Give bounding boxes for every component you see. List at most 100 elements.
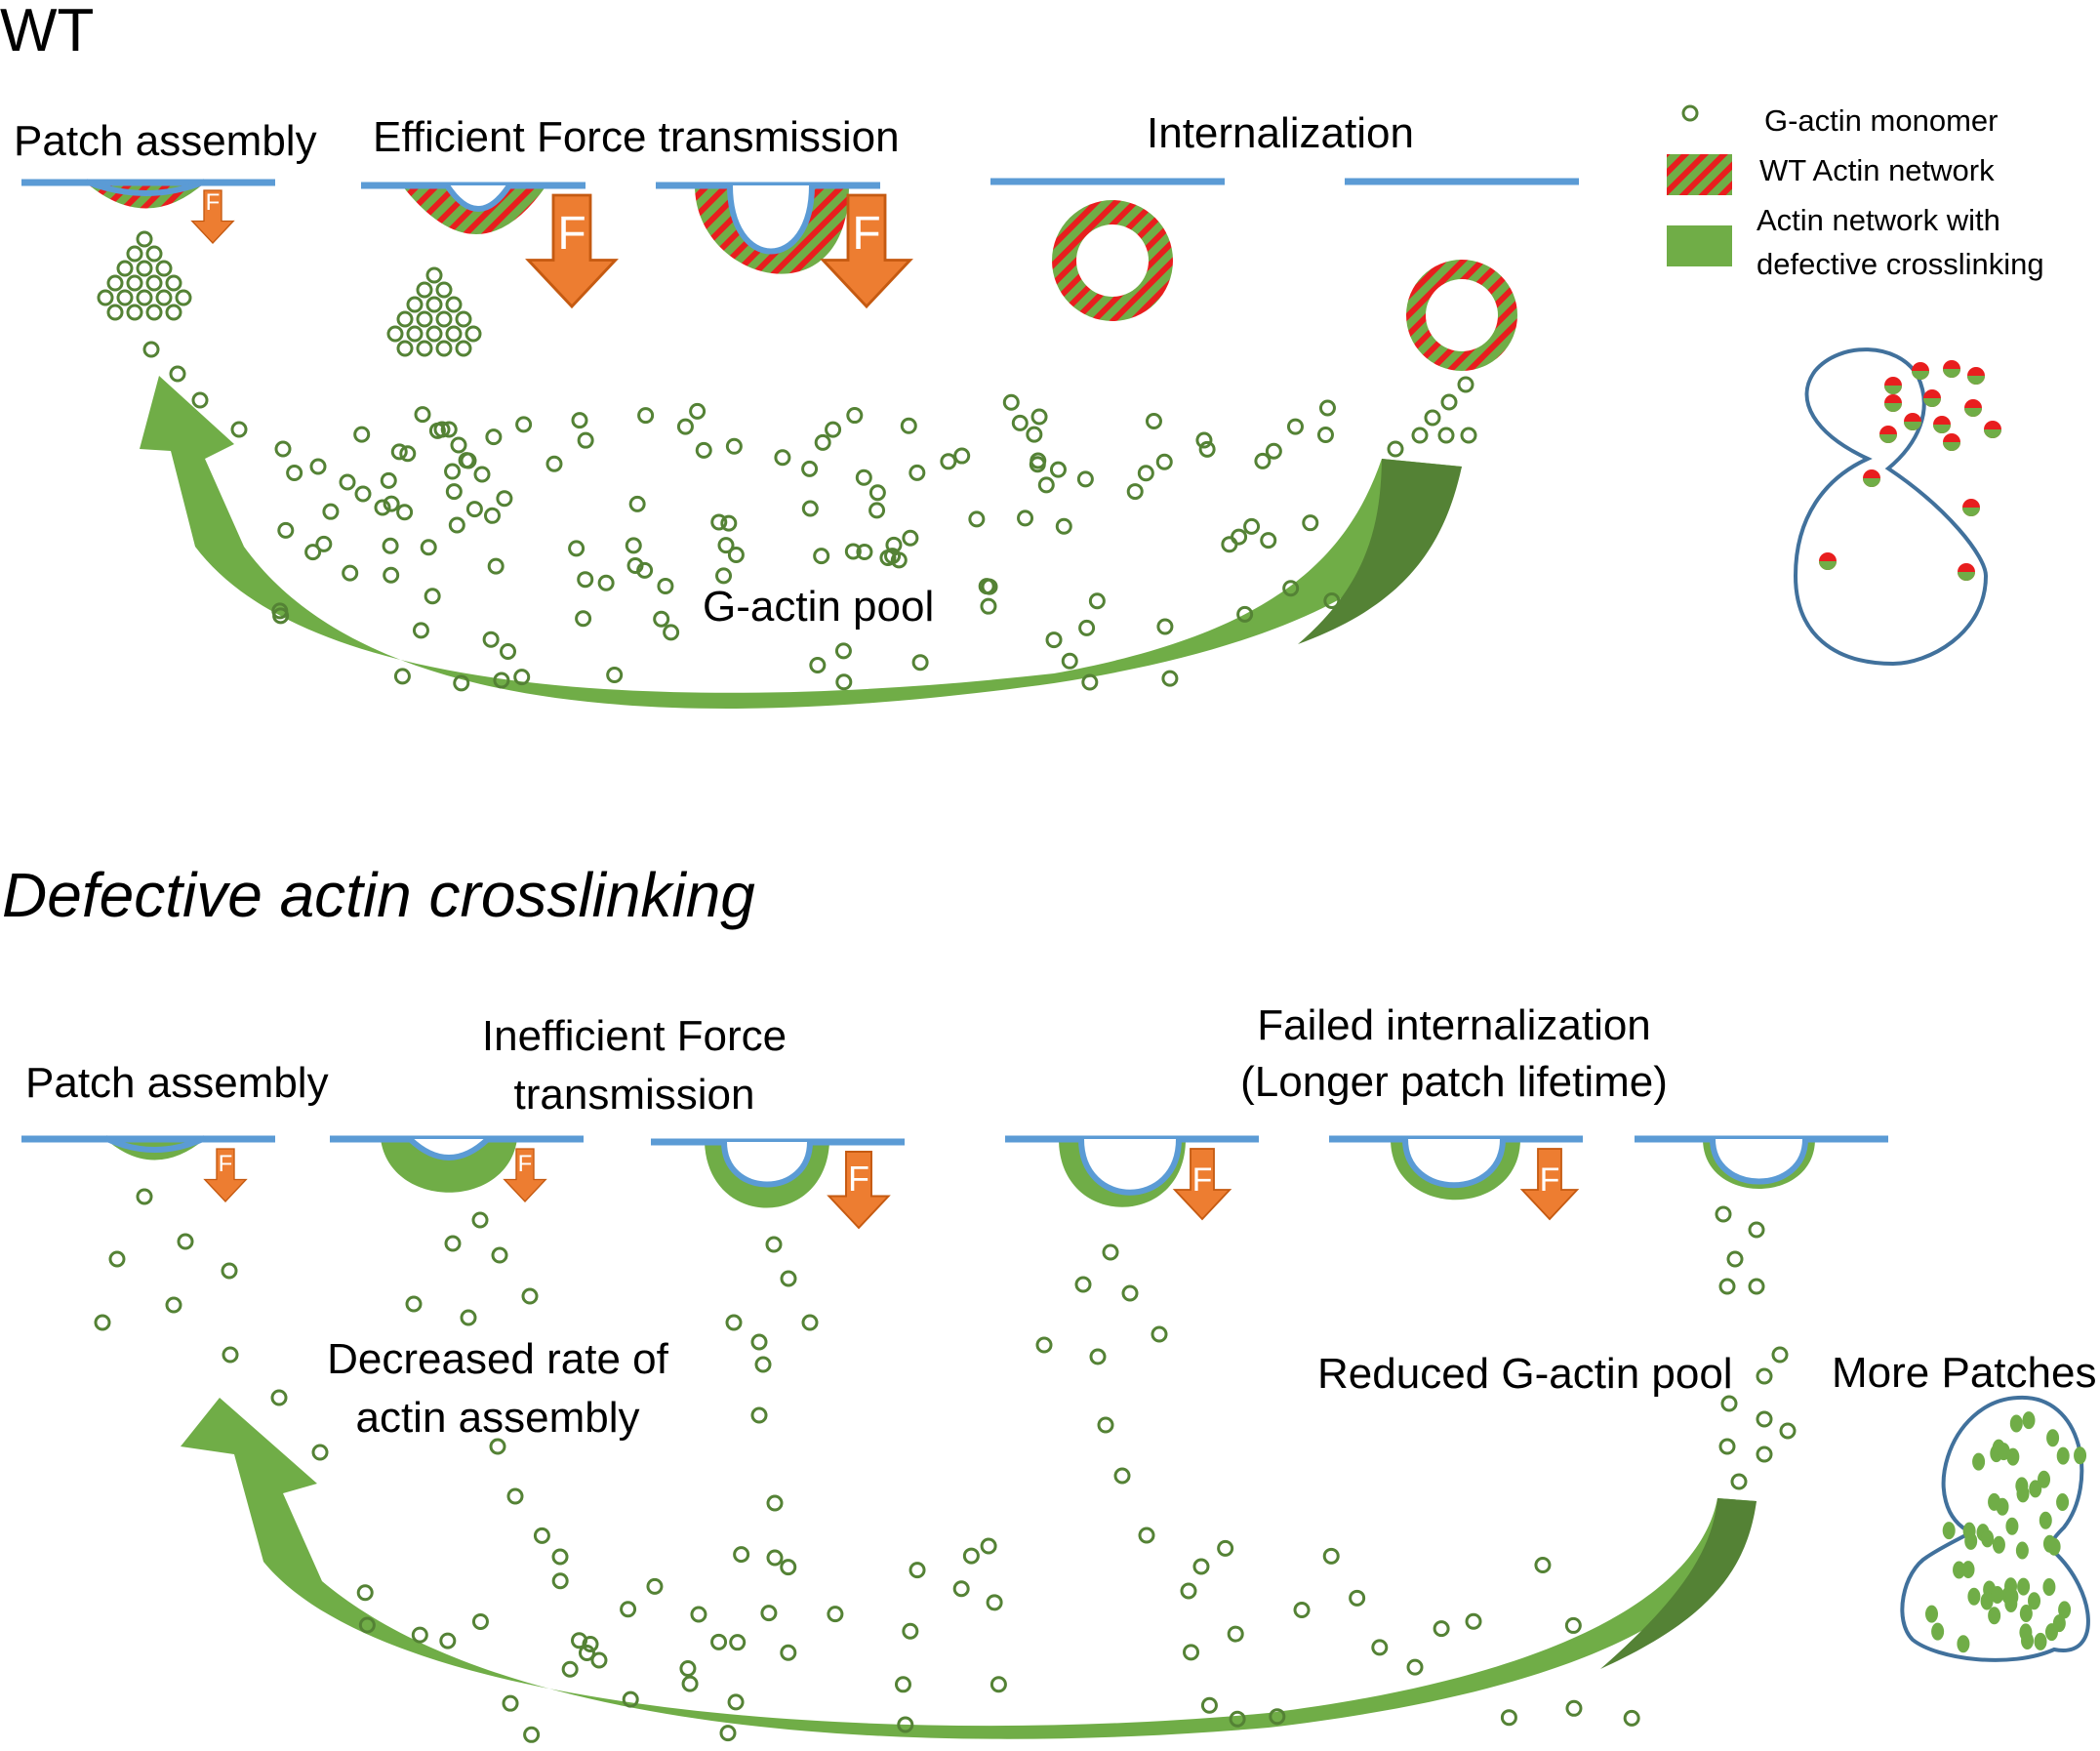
- g-actin-monomer-icon: [1437, 427, 1455, 444]
- g-actin-monomer-icon: [420, 539, 437, 556]
- g-actin-monomer-icon: [1323, 591, 1341, 609]
- g-actin-monomer-icon: [754, 1356, 772, 1373]
- def-failed-internalization-b: [1329, 1135, 1583, 1220]
- g-actin-monomer-icon: [636, 561, 654, 579]
- g-actin-monomer-icon: [136, 1188, 153, 1205]
- g-actin-monomer-icon: [485, 428, 503, 446]
- def-force-transmission-b: [651, 1138, 905, 1229]
- def-failed-label-2: (Longer patch lifetime): [1240, 1058, 1668, 1106]
- legend-defective-network-label-2: defective crosslinking: [1757, 247, 2044, 281]
- legend-monomer-label: G-actin monomer: [1764, 103, 1999, 138]
- g-actin-monomer-icon: [191, 391, 209, 409]
- g-actin-monomer-icon: [766, 1494, 784, 1512]
- g-actin-monomer-icon: [1756, 1367, 1773, 1385]
- g-actin-monomer-icon: [1440, 393, 1458, 411]
- g-actin-monomer-icon: [657, 577, 674, 594]
- g-actin-monomer-icon: [577, 571, 594, 589]
- actin-patch-icon: [1984, 421, 2001, 438]
- def-failed-label-1: Failed internalization: [1257, 1001, 1651, 1049]
- g-actin-monomer-icon: [1779, 1422, 1797, 1440]
- g-actin-monomer-icon: [715, 567, 733, 585]
- g-actin-monomer-icon: [1371, 1639, 1389, 1656]
- actin-patch-icon: [1923, 389, 1941, 407]
- actin-patch-icon: [2042, 1534, 2056, 1553]
- g-actin-monomer-icon: [435, 281, 453, 299]
- g-actin-monomer-icon: [270, 1389, 288, 1406]
- actin-patch-icon: [1988, 1607, 2001, 1625]
- legend-wt-network-swatch: [1667, 154, 1732, 195]
- g-actin-monomer-icon: [506, 1487, 524, 1505]
- g-actin-monomer-icon: [500, 643, 517, 661]
- actin-patch-icon: [2016, 1485, 2030, 1503]
- g-actin-monomer-icon: [471, 1211, 489, 1229]
- g-actin-monomer-icon: [1200, 1696, 1218, 1714]
- def-force-label-2: transmission: [513, 1071, 755, 1119]
- g-actin-monomer-icon: [1074, 1276, 1092, 1293]
- actin-patch-icon: [1942, 1522, 1956, 1540]
- g-actin-monomer-icon: [1465, 1612, 1482, 1630]
- actin-patch-icon: [1957, 1635, 1970, 1653]
- force-letter: F: [1192, 1161, 1213, 1199]
- def-reduced-pool-label: Reduced G-actin pool: [1317, 1350, 1733, 1398]
- g-actin-monomer-icon: [953, 447, 971, 465]
- g-actin-monomer-icon: [695, 441, 712, 459]
- g-actin-monomer-icon: [814, 433, 831, 451]
- g-actin-monomer-icon: [1269, 1708, 1286, 1726]
- def-patch-assembly: [21, 1135, 275, 1202]
- def-assembly-rate-label-1: Decreased rate of: [327, 1335, 668, 1383]
- wt-patch-assembly-label: Patch assembly: [14, 117, 317, 165]
- wt-force-transmission-label: Efficient Force transmission: [373, 113, 900, 161]
- wt-force-transmission-a: [361, 182, 618, 308]
- actin-patch-icon: [1931, 1622, 1945, 1641]
- g-actin-monomer-icon: [1318, 399, 1336, 417]
- g-actin-monomer-icon: [1030, 408, 1048, 426]
- g-actin-monomer-icon: [435, 310, 453, 328]
- g-actin-monomer-icon: [145, 245, 163, 263]
- g-actin-monomer-icon: [855, 468, 872, 486]
- g-actin-monomer-icon: [1113, 1467, 1131, 1485]
- g-actin-monomer-icon: [1748, 1278, 1765, 1295]
- g-actin-monomer-icon: [342, 564, 359, 582]
- def-more-patches-label: More Patches: [1832, 1349, 2097, 1397]
- g-actin-monomer-icon: [1302, 514, 1319, 532]
- actin-patch-icon: [1992, 1535, 2005, 1554]
- g-actin-monomer-icon: [846, 407, 864, 425]
- g-actin-monomer-icon: [521, 1287, 539, 1305]
- actin-patch-icon: [1884, 377, 1902, 394]
- wt-patch-assembly: [21, 179, 275, 244]
- g-actin-monomer-icon: [155, 260, 173, 277]
- actin-patch-icon: [1958, 563, 1975, 581]
- g-actin-monomer-icon: [1254, 452, 1272, 469]
- g-actin-monomer-icon: [414, 406, 431, 424]
- g-actin-monomer-icon: [1243, 517, 1261, 535]
- g-actin-monomer-icon: [1011, 414, 1029, 431]
- g-actin-monomer-icon: [1748, 1221, 1765, 1239]
- g-actin-monomer-icon: [315, 535, 333, 552]
- wt-title: WT: [0, 0, 95, 64]
- legend-wt-network-label: WT Actin network: [1759, 153, 1995, 187]
- g-actin-monomer-icon: [765, 1236, 783, 1253]
- def-failed-internalization-a: [1005, 1135, 1259, 1220]
- g-actin-monomer-icon: [165, 1296, 182, 1314]
- actin-patch-icon: [1943, 360, 1960, 378]
- actin-patch-icon: [1967, 1587, 1981, 1606]
- g-actin-monomer-icon: [766, 1549, 784, 1567]
- g-actin-monomer-icon: [483, 507, 501, 524]
- def-assembly-rate-label-2: actin assembly: [355, 1394, 640, 1442]
- g-actin-monomer-icon: [727, 1693, 745, 1711]
- g-actin-monomer-icon: [1231, 528, 1248, 546]
- actin-patch-icon: [2074, 1446, 2087, 1465]
- actin-patch-icon: [1879, 426, 1897, 443]
- g-actin-monomer-icon: [551, 1548, 569, 1566]
- g-actin-monomer-icon: [844, 543, 862, 560]
- g-actin-monomer-icon: [646, 1577, 664, 1595]
- actin-patch-icon: [2034, 1632, 2047, 1650]
- g-actin-monomer-icon: [1236, 605, 1254, 623]
- g-actin-monomer-icon: [989, 1676, 1007, 1693]
- g-actin-monomer-icon: [382, 537, 399, 554]
- legend-defective-network-swatch: [1667, 225, 1732, 266]
- g-actin-monomer-icon: [980, 597, 997, 615]
- g-actin-monomer-icon: [1126, 483, 1144, 501]
- force-letter: F: [518, 1151, 533, 1177]
- g-actin-monomer-icon: [445, 325, 463, 343]
